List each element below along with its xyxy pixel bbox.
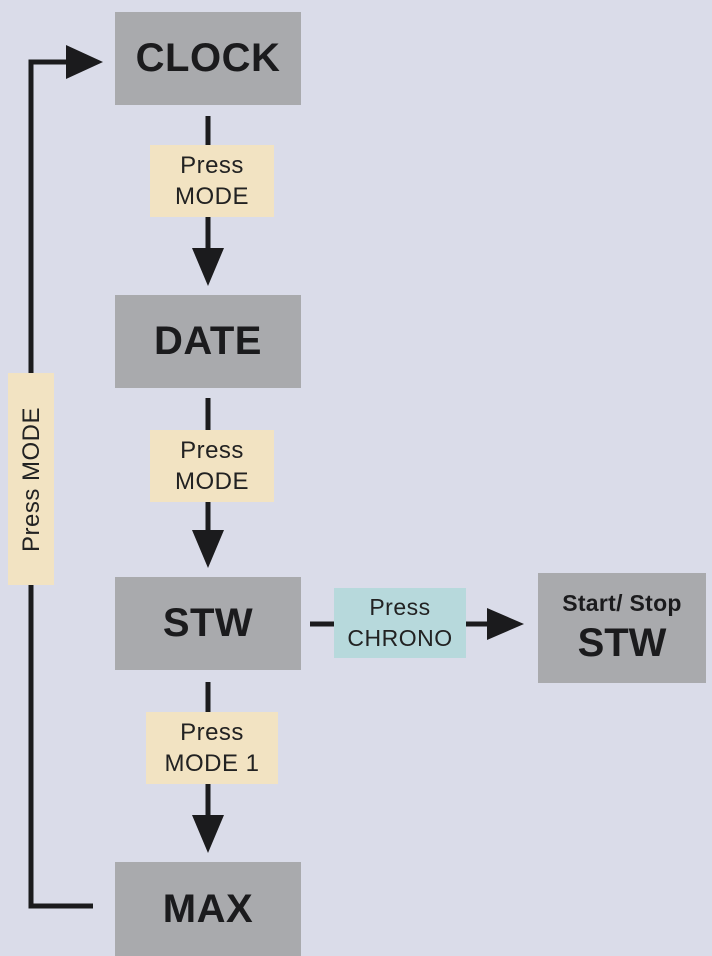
state-start-stop-stw: Start/ Stop STW <box>538 573 706 683</box>
state-clock: CLOCK <box>115 12 301 105</box>
arrowhead-down-stw <box>192 530 224 568</box>
arrowhead-right-clock <box>66 45 103 79</box>
transition-line-1: Press <box>180 152 244 179</box>
transition-clock-date: Press MODE <box>150 145 274 217</box>
transition-stw-max: Press MODE 1 <box>146 712 278 784</box>
arrowhead-right-startstop <box>487 608 524 640</box>
transition-line-1: Press <box>180 437 244 464</box>
state-date: DATE <box>115 295 301 388</box>
transition-line-2: CHRONO <box>347 625 453 651</box>
transition-stw-startstop: Press CHRONO <box>334 588 466 658</box>
transition-line-2: MODE 1 <box>164 750 260 777</box>
transition-line-2: MODE <box>175 468 249 495</box>
transition-line-2: MODE <box>175 183 249 210</box>
transition-line-1: Press <box>369 594 431 620</box>
transition-return-text: Press MODE <box>17 406 45 552</box>
arrowhead-down-date <box>192 248 224 286</box>
state-max: MAX <box>115 862 301 956</box>
arrowhead-down-max <box>192 815 224 853</box>
transition-max-clock: Press MODE <box>8 373 54 585</box>
start-stop-title: Start/ Stop <box>562 590 682 616</box>
start-stop-main: STW <box>577 621 667 665</box>
state-stw: STW <box>115 577 301 670</box>
transition-date-stw: Press MODE <box>150 430 274 502</box>
transition-line-1: Press <box>180 719 244 746</box>
